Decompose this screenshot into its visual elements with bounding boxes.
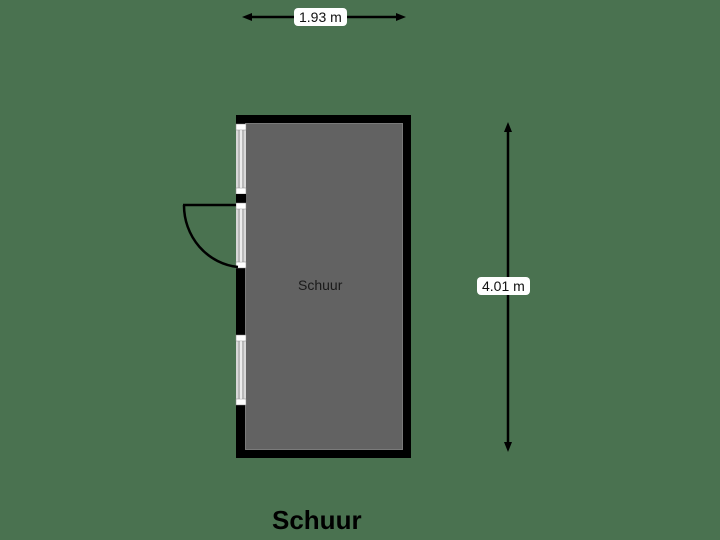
width-dimension-label: 1.93 m	[294, 8, 347, 26]
room-floor	[246, 124, 402, 449]
window-top	[235, 123, 247, 195]
window-bottom	[235, 334, 247, 406]
wall-segment	[236, 194, 246, 203]
height-dimension-label: 4.01 m	[477, 277, 530, 295]
room-label: Schuur	[298, 277, 343, 293]
door-opening	[235, 202, 247, 269]
floor-plan-title: Schuur	[272, 505, 362, 535]
door-swing	[182, 203, 239, 269]
